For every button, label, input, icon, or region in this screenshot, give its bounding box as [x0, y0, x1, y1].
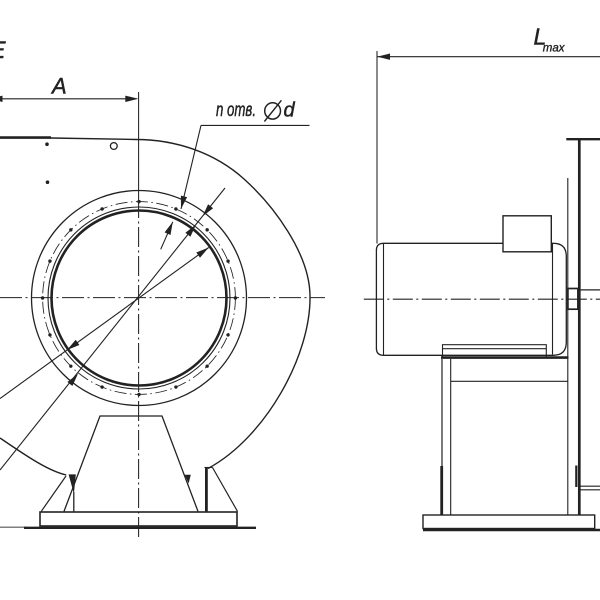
svg-text:A: A: [50, 74, 67, 99]
svg-text:E: E: [0, 37, 7, 64]
svg-text:L: L: [534, 24, 547, 50]
svg-text:n отв.: n отв.: [216, 99, 256, 121]
svg-text:d: d: [284, 99, 296, 121]
svg-text:max: max: [543, 42, 566, 54]
